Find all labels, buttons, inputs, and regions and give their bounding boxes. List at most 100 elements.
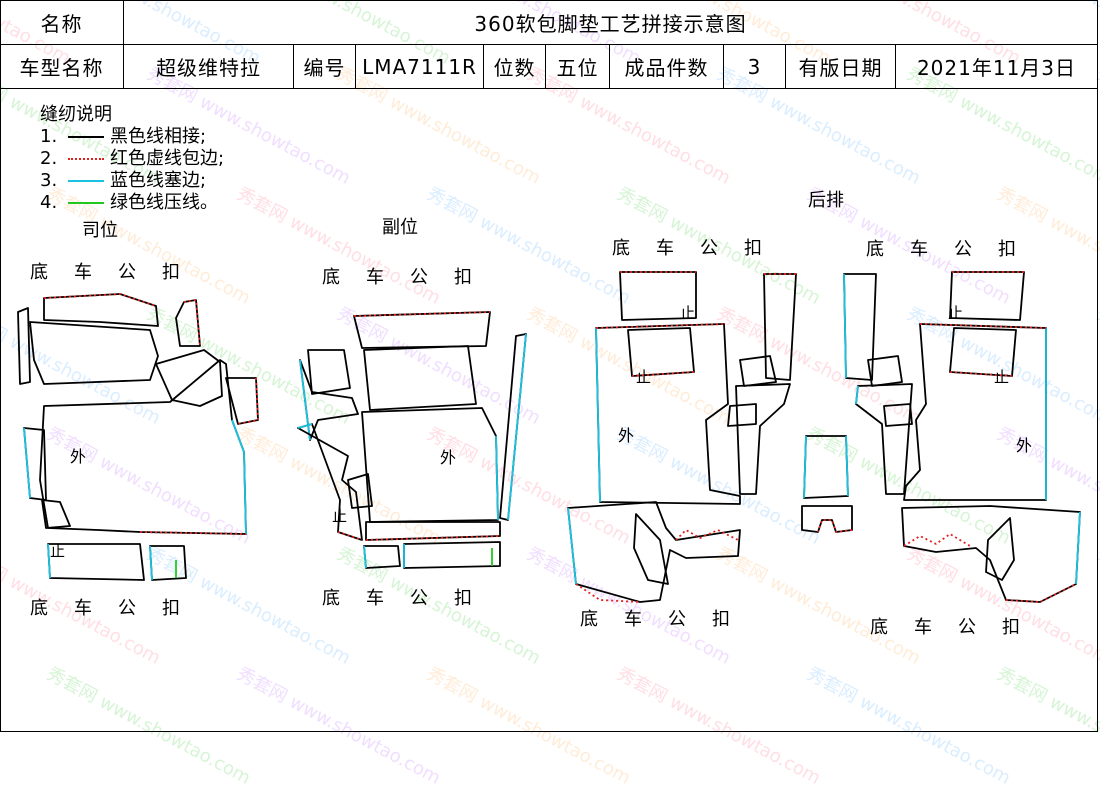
legend-item: 1. 黑色线相接; [40,126,224,148]
driver-pieces [17,293,259,581]
page-title: 360软包脚垫工艺拼接示意图 [124,0,1098,45]
clip-label: 底车公扣 [580,609,756,630]
passenger-upper-panel [363,345,477,411]
legend-item-text: 蓝色线塞边; [110,170,207,191]
clip-label: 底车公扣 [322,588,498,609]
legend-item: 2. 红色虚线包边; [40,148,224,170]
rear-right-tunnel-mid [883,403,913,427]
driver-side-panel-edge [237,377,259,425]
driver-heel-strip [47,543,145,581]
passenger-lower-left-edge [297,423,313,429]
rear-left-stopper-pad-edge [631,371,695,377]
cyan-line-swatch [68,180,104,182]
rear-left-main-panel-red [595,323,725,329]
driver-slope-pad [175,299,201,347]
passenger-section-title: 副位 [382,217,418,238]
header-table: 名称 360软包脚垫工艺拼接示意图 车型名称 超级维特拉 编号 LMA7111R… [0,0,1100,90]
outer-label: 外 [70,447,87,466]
driver-heel-block [149,545,187,581]
passenger-stopper-piece [347,473,373,509]
rear-left-bottom-panel-red [575,583,641,603]
name-label: 名称 [0,0,124,45]
rear-right-tunnel-top [867,355,903,387]
rear-center-strip-edge-right [845,435,849,497]
driver-heel-pad [43,293,159,327]
rear-right-wedge [985,517,1015,581]
passenger-main-floor [361,407,499,523]
clip-label: 底车公扣 [30,262,206,283]
rear-left-bottom-panel [567,501,741,603]
passenger-pieces [297,311,527,569]
rear-right-bottom-notch-red [903,533,971,547]
seat-label: 位数 [484,45,546,89]
code-label: 编号 [294,45,356,89]
passenger-top-pad [353,311,491,349]
outer-label: 外 [440,448,457,467]
passenger-left-panel-edge [299,359,311,441]
seat-value: 五位 [546,45,610,89]
clip-label: 底车公扣 [322,267,498,288]
driver-side-strip [17,307,31,385]
rear-section-title: 后排 [808,190,844,211]
count-label: 成品件数 [610,45,724,89]
rear-center-lower-red [817,519,853,533]
rear-right-tunnel-edge [855,385,859,405]
outer-label: 外 [618,426,635,445]
passenger-side-strip-edge [507,333,527,521]
pattern-pieces [17,271,1081,603]
green-line-swatch [68,202,104,204]
legend-item: 3. 蓝色线塞边; [40,170,224,192]
rear-left-tunnel-top [739,355,777,387]
code-value: LMA7111R [356,45,484,89]
stop-label: 止 [994,368,1010,386]
rear-right-main-panel [903,323,1047,501]
stop-label: 止 [636,368,652,386]
driver-left-strip-edge [23,427,31,499]
legend-item-text: 红色虚线包边; [110,148,225,169]
legend-item-number: 3. [40,170,58,191]
passenger-heel-strip-edge [363,545,367,569]
clip-label: 底车公扣 [612,238,788,259]
passenger-lower-left-red [337,531,363,541]
passenger-bottom-band-edge [365,535,501,541]
rear-right-stopper-pad [949,327,1017,377]
rear-left-wedge [633,513,669,585]
driver-stopper-piece [41,499,71,529]
legend-item-number: 1. [40,126,58,147]
driver-heel-block-edge [149,545,153,581]
rear-left-tunnel-main [735,383,791,495]
legend-item: 4. 绿色线压线。 [40,192,224,214]
date-label: 有版日期 [786,45,896,89]
legend-item-text: 黑色线相接; [110,126,207,147]
clip-label: 底车公扣 [866,239,1042,260]
rear-right-bottom-red [1005,583,1077,603]
rear-left-stopper-pad [627,327,695,377]
rear-right-tunnel-main [855,383,913,495]
passenger-heel-strip [363,545,401,569]
legend-item-text: 绿色线压线。 [110,192,218,213]
rear-left-pieces [567,271,797,603]
driver-tunnel-pad [155,349,223,407]
count-value: 3 [724,45,786,89]
driver-slope-pad-edge [183,299,201,347]
passenger-side-strip [499,333,527,521]
rear-right-top-pad [949,271,1025,321]
rear-center-pieces [801,435,853,533]
model-value: 超级维特拉 [124,45,294,89]
rear-left-main-panel-edge [595,327,601,503]
legend-title: 缝纫说明 [40,104,112,125]
passenger-main-floor-edge [495,435,499,521]
model-label: 车型名称 [0,45,124,89]
outer-label: 外 [1016,436,1033,455]
passenger-heel-block [403,541,501,569]
driver-heel-strip-edge [47,543,51,579]
rear-center-lower [801,505,853,533]
rear-right-bottom-panel [901,505,1081,603]
stop-label: 止 [50,542,66,560]
rear-right-pieces [843,271,1081,603]
rear-left-bottom-notch-red [675,529,739,541]
rear-right-bottom-edge [1075,511,1081,585]
black-line-swatch [68,136,104,138]
passenger-bottom-band [365,521,501,541]
rear-right-stopper-pad-edge [949,371,1013,377]
